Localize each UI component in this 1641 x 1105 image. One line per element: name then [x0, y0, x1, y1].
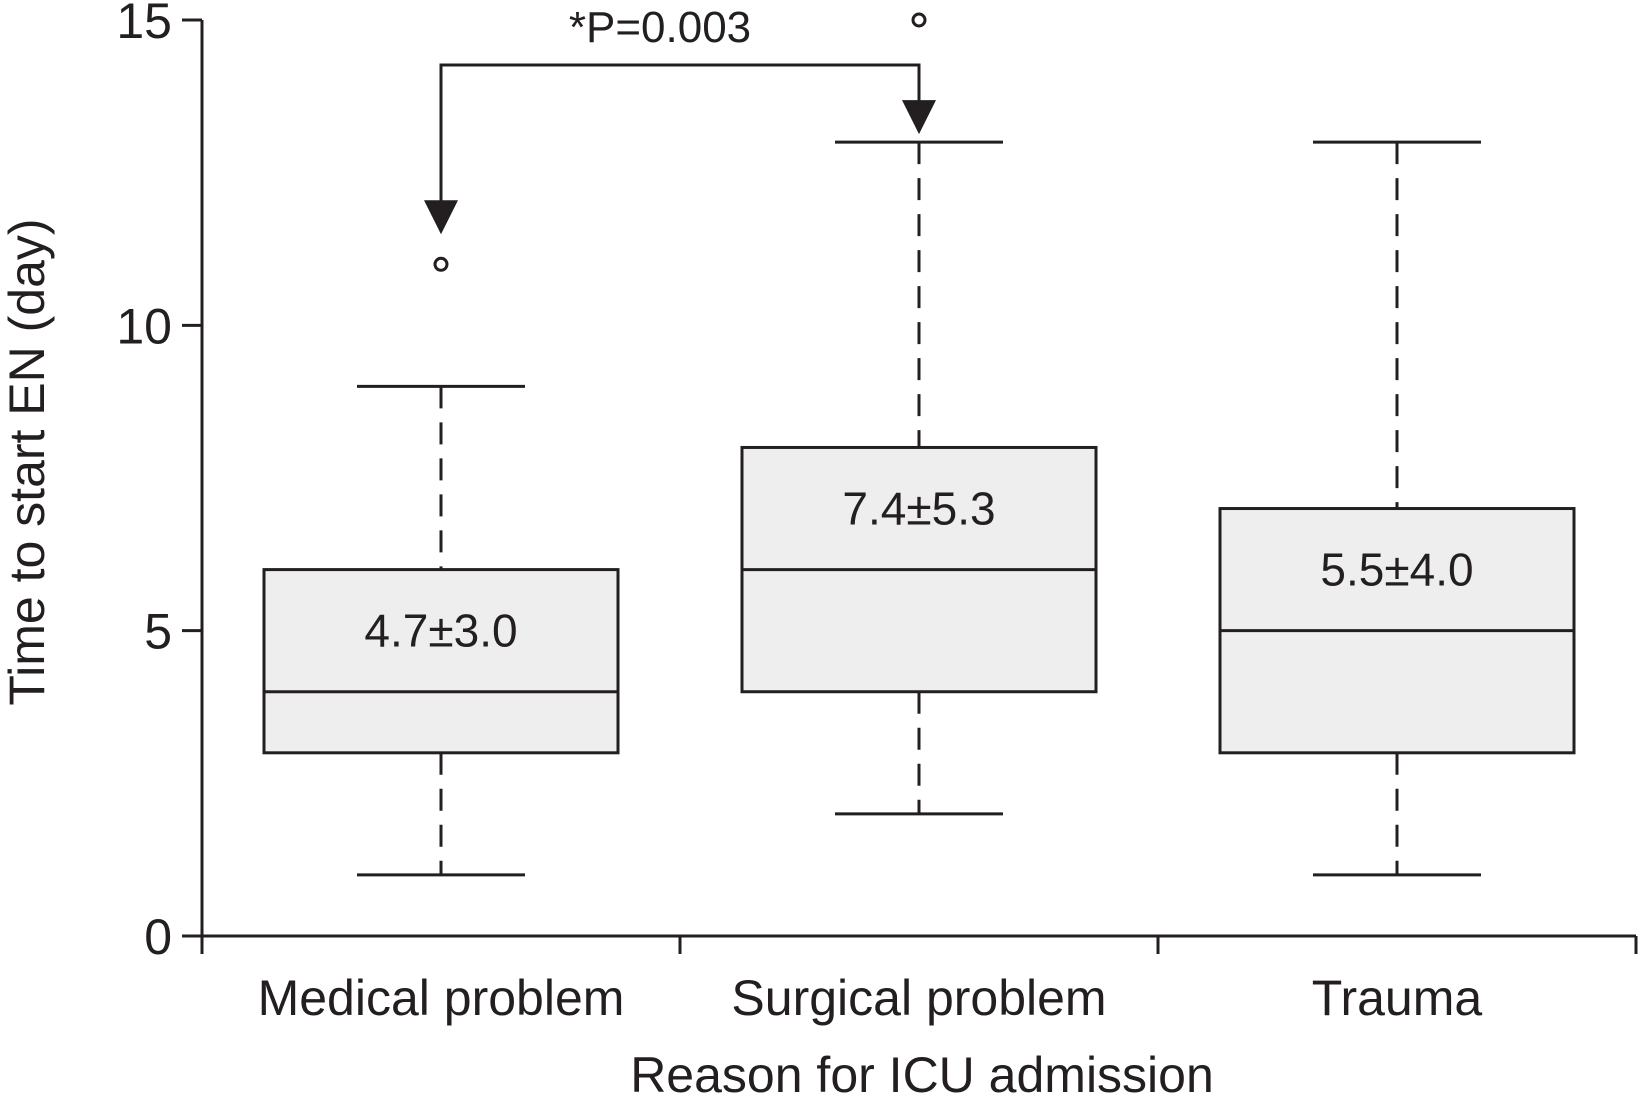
significance-annotation: *P=0.003	[424, 3, 936, 235]
box-value-label: 5.5±4.0	[1320, 544, 1473, 596]
box-group: 7.4±5.3	[740, 12, 1098, 816]
x-category-label: Trauma	[1312, 970, 1483, 1026]
x-category-label: Medical problem	[258, 970, 625, 1026]
arrowhead-right	[902, 100, 936, 135]
box-value-label: 4.7±3.0	[364, 605, 517, 657]
bracket-line	[439, 63, 921, 203]
boxes: 4.7±3.0 7.4±5.3 5.5±4.0	[262, 12, 1576, 877]
box-group: 4.7±3.0	[262, 256, 620, 877]
box-value-label: 7.4±5.3	[842, 483, 995, 535]
x-axis-title: Reason for ICU admission	[630, 1047, 1214, 1103]
box-group: 5.5±4.0	[1218, 140, 1576, 877]
outlier-point	[911, 12, 927, 28]
x-category-label: Surgical problem	[731, 970, 1106, 1026]
y-tick-label: 5	[144, 604, 172, 660]
y-tick-label: 15	[116, 0, 172, 49]
y-tick-label: 10	[116, 298, 172, 354]
arrowhead-left	[424, 200, 458, 235]
y-axis-title: Time to start EN (day)	[0, 218, 55, 705]
outlier-point	[433, 256, 449, 272]
p-value-label: *P=0.003	[569, 3, 751, 52]
iqr-box	[262, 568, 620, 755]
y-tick-label: 0	[144, 909, 172, 965]
